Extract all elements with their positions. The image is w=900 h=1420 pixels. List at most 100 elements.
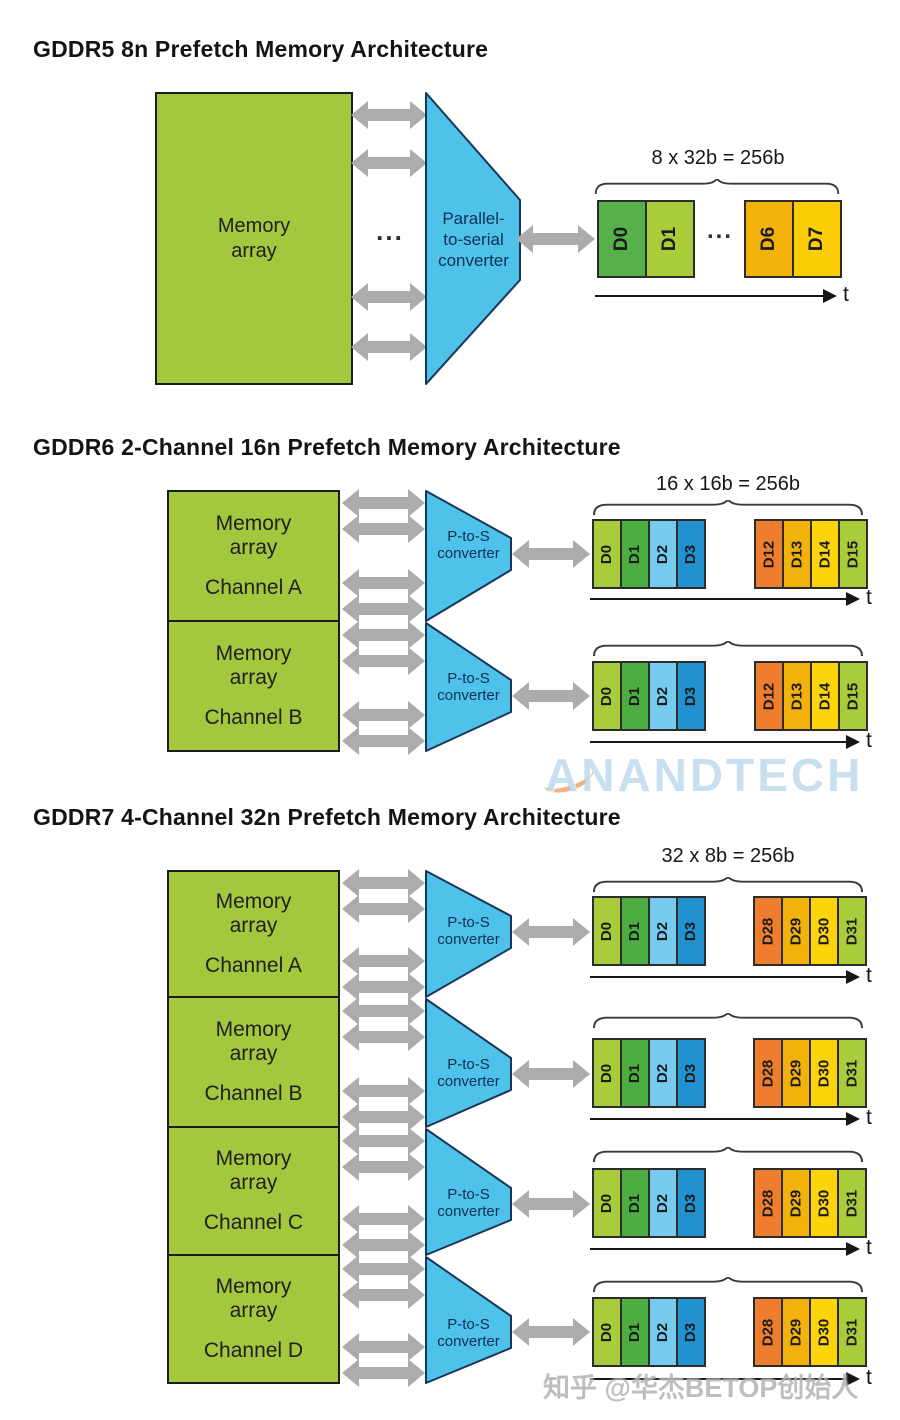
gddr6-memory-channel-a: Memory array Channel A [167,490,340,622]
p-to-s-funnel [425,1128,512,1256]
bus-arrow [351,101,427,129]
brace [593,1013,863,1028]
data-cell: D2 [648,1168,678,1238]
bus-arrow [342,1023,425,1051]
data-cell: D3 [676,661,706,731]
time-axis [590,592,860,606]
data-cell: D6 [744,200,794,278]
time-axis [590,970,860,984]
p-to-s-funnel [425,998,512,1128]
data-cell: D14 [810,519,840,589]
bus-arrow [351,149,427,177]
bus-arrow [342,515,425,543]
bus-arrow [342,1231,425,1259]
data-ellipsis: ... [706,217,733,244]
time-label: t [866,729,872,752]
data-cell: D29 [781,1038,811,1108]
bus-arrow [342,1103,425,1131]
bus-arrow [342,1205,425,1233]
time-label: t [866,1366,872,1389]
converter-label: P-to-S converter [437,528,500,562]
data-cell: D2 [648,896,678,966]
gddr7-title: GDDR7 4-Channel 32n Prefetch Memory Arch… [33,804,621,830]
data-cell: D0 [592,519,622,589]
data-cell: D13 [782,661,812,731]
data-cell: D28 [753,1038,783,1108]
p-to-s-funnel [425,490,512,622]
time-label: t [866,1106,872,1129]
p-to-s-funnel [425,870,512,998]
data-cell: D0 [592,896,622,966]
data-cell: D0 [592,1297,622,1367]
bus-arrow [342,1359,425,1387]
bus-arrow [342,1153,425,1181]
data-cell: D0 [592,1038,622,1108]
bus-arrow [342,727,425,755]
channel-label: Channel B [204,706,303,729]
bus-arrow [342,1281,425,1309]
data-cell: D1 [620,896,650,966]
gddr7-memory-channel-a: Memory array Channel A [167,870,340,998]
memory-array-label: Memory [217,214,291,237]
burst-caption: 8 x 32b = 256b [651,147,785,169]
data-cell: D0 [597,200,647,278]
channel-label: Channel B [204,1082,303,1105]
bus-arrow [342,595,425,623]
gddr6-memory-channel-b: Memory array Channel B [167,620,340,752]
data-cell: D29 [781,896,811,966]
data-cell: D2 [648,1297,678,1367]
gddr7-memory-channel-d: Memory array Channel D [167,1254,340,1384]
bus-arrow [342,1333,425,1361]
channel-label: Channel A [205,576,302,599]
brace [593,877,863,892]
data-cell: D3 [676,1168,706,1238]
brace [593,641,863,656]
data-cell: D31 [837,1297,867,1367]
burst-caption: 32 x 8b = 256b [661,845,795,867]
data-cell: D1 [645,200,695,278]
bus-arrow [351,333,427,361]
data-cell: D12 [754,519,784,589]
io-arrow [512,918,590,946]
gddr7-memory-channel-c: Memory array Channel C [167,1126,340,1256]
bus-arrow [342,701,425,729]
data-cell: D29 [781,1168,811,1238]
converter-label: P-to-S converter [437,1316,500,1350]
data-cell: D15 [838,661,868,731]
data-cell: D13 [782,519,812,589]
converter-label: P-to-S converter [437,914,500,948]
brace [593,1147,863,1162]
gddr7-memory-channel-b: Memory array Channel B [167,996,340,1128]
data-cell: D12 [754,661,784,731]
bus-arrow [342,1255,425,1283]
time-axis [595,289,837,303]
gddr6-title: GDDR6 2-Channel 16n Prefetch Memory Arch… [33,434,621,460]
data-cell: D14 [810,661,840,731]
bus-arrow [342,1077,425,1105]
time-label: t [866,1236,872,1259]
gddr5-memory-array-box: Memory array [155,92,353,385]
data-cell: D15 [838,519,868,589]
data-cell: D3 [676,1297,706,1367]
converter-label: Parallel- to-serial converter [438,209,509,270]
memory-array-label: array [231,239,277,262]
bus-arrow [342,947,425,975]
time-label: t [843,283,849,306]
data-cell: D31 [837,1038,867,1108]
gddr5-title: GDDR5 8n Prefetch Memory Architecture [33,36,489,62]
data-cell: D2 [648,1038,678,1108]
data-cell: D3 [676,1038,706,1108]
channel-label: Channel C [203,1211,304,1234]
anandtech-watermark: ANANDTECH [545,749,864,801]
data-cell: D30 [809,896,839,966]
io-arrow [516,225,595,253]
p-to-s-funnel [425,1256,512,1384]
data-cell: D0 [592,1168,622,1238]
channel-label: Channel D [203,1339,304,1362]
data-cell: D1 [620,1297,650,1367]
bus-arrow [342,569,425,597]
bus-arrow [342,647,425,675]
data-cell: D2 [648,661,678,731]
data-cell: D30 [809,1168,839,1238]
io-arrow [512,1060,590,1088]
